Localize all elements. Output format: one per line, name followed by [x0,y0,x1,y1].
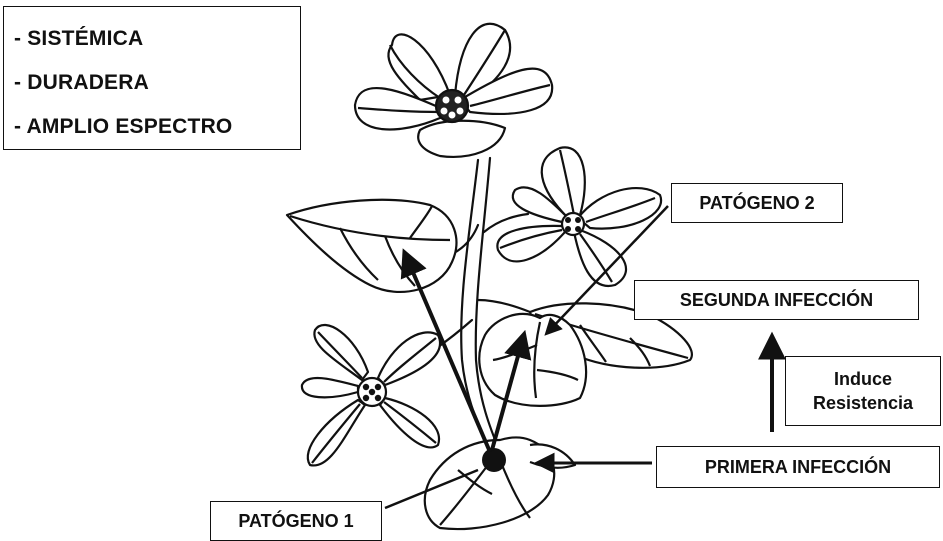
pathogen-1-label: PATÓGENO 1 [210,501,382,541]
first-infection-label: PRIMERA INFECCIÓN [656,446,940,488]
property-broad-spectrum: - AMPLIO ESPECTRO [14,115,232,139]
induces-line-2: Resistencia [813,391,913,415]
central-leaf [479,314,586,406]
properties-box: - SISTÉMICA - DURADERA - AMPLIO ESPECTRO [3,6,301,150]
induces-resistance-label: Induce Resistencia [785,356,941,426]
pathogen-2-label: PATÓGENO 2 [671,183,843,223]
left-flower [302,325,440,465]
left-upper-leaf [287,200,456,292]
top-flower [355,24,552,157]
infection-spot [482,448,506,472]
right-flower [497,147,661,286]
property-systemic: - SISTÉMICA [14,27,143,51]
second-infection-label: SEGUNDA INFECCIÓN [634,280,919,320]
induces-line-1: Induce [834,367,892,391]
property-durable: - DURADERA [14,71,149,95]
